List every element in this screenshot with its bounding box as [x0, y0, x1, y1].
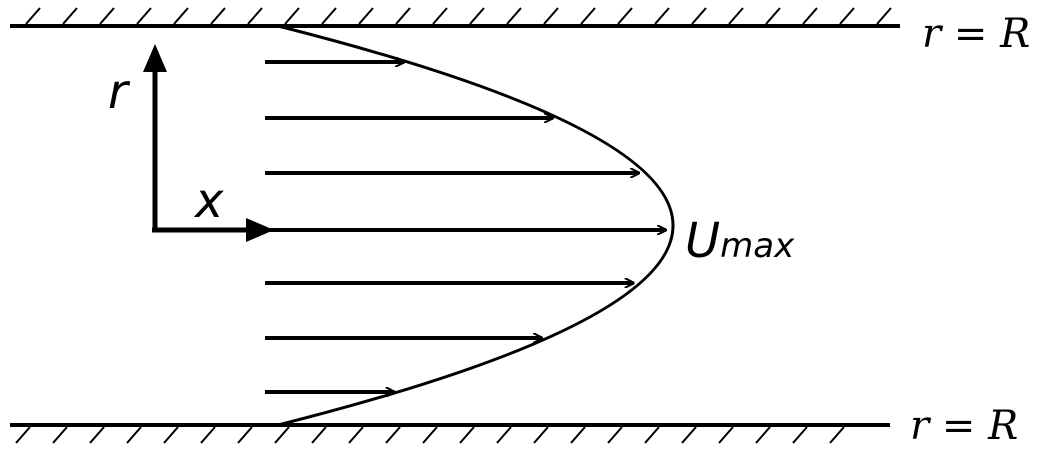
hatch-mark: [570, 426, 586, 444]
hatch-mark: [533, 426, 549, 444]
hatch-mark: [802, 7, 818, 25]
hatch-mark: [25, 7, 41, 25]
hatch-mark: [173, 7, 189, 25]
hatch-mark: [210, 7, 226, 25]
umax-label: Umax: [685, 213, 795, 269]
hatch-mark: [543, 7, 559, 25]
r-axis-arrowhead: [143, 44, 167, 72]
hatch-mark: [876, 7, 892, 25]
hatch-mark: [395, 7, 411, 25]
coordinate-axes: [143, 44, 274, 242]
hatch-mark: [163, 426, 179, 444]
hatch-mark: [358, 7, 374, 25]
hatch-mark: [792, 426, 808, 444]
hatch-mark: [385, 426, 401, 444]
bottom-wall-hatching: [15, 426, 845, 444]
bottom-wall: [10, 423, 890, 444]
hatch-mark: [311, 426, 327, 444]
x-axis-arrowhead: [246, 218, 274, 242]
hatch-mark: [459, 426, 475, 444]
hatch-mark: [691, 7, 707, 25]
velocity-profile-curve: [277, 24, 675, 427]
hatch-mark: [496, 426, 512, 444]
top-wall: [10, 7, 900, 28]
wall-bottom-label: r = R: [910, 403, 1018, 449]
hatch-mark: [247, 7, 263, 25]
hatch-mark: [237, 426, 253, 444]
hatch-mark: [432, 7, 448, 25]
hatch-mark: [126, 426, 142, 444]
hatch-mark: [89, 426, 105, 444]
wall-top-label: r = R: [922, 11, 1030, 57]
hatch-mark: [580, 7, 596, 25]
hatch-mark: [52, 426, 68, 444]
hatch-mark: [829, 426, 845, 444]
hatch-mark: [321, 7, 337, 25]
axis-x-label: x: [193, 173, 224, 229]
velocity-arrows: [265, 62, 666, 392]
umax-main: U: [685, 213, 720, 269]
hatch-mark: [654, 7, 670, 25]
hatch-mark: [422, 426, 438, 444]
hatch-mark: [728, 7, 744, 25]
hatch-mark: [617, 7, 633, 25]
hatch-mark: [99, 7, 115, 25]
hatch-mark: [718, 426, 734, 444]
top-wall-hatching: [25, 7, 892, 25]
hatch-mark: [62, 7, 78, 25]
hatch-mark: [839, 7, 855, 25]
hatch-mark: [506, 7, 522, 25]
hatch-mark: [607, 426, 623, 444]
hatch-mark: [200, 426, 216, 444]
hatch-mark: [15, 426, 31, 444]
hatch-mark: [681, 426, 697, 444]
hatch-mark: [348, 426, 364, 444]
axis-r-label: r: [108, 64, 131, 120]
hatch-mark: [755, 426, 771, 444]
hatch-mark: [765, 7, 781, 25]
hatch-mark: [274, 426, 290, 444]
hatch-mark: [469, 7, 485, 25]
hatch-mark: [644, 426, 660, 444]
hatch-mark: [284, 7, 300, 25]
umax-subscript: max: [720, 226, 795, 266]
hatch-mark: [136, 7, 152, 25]
